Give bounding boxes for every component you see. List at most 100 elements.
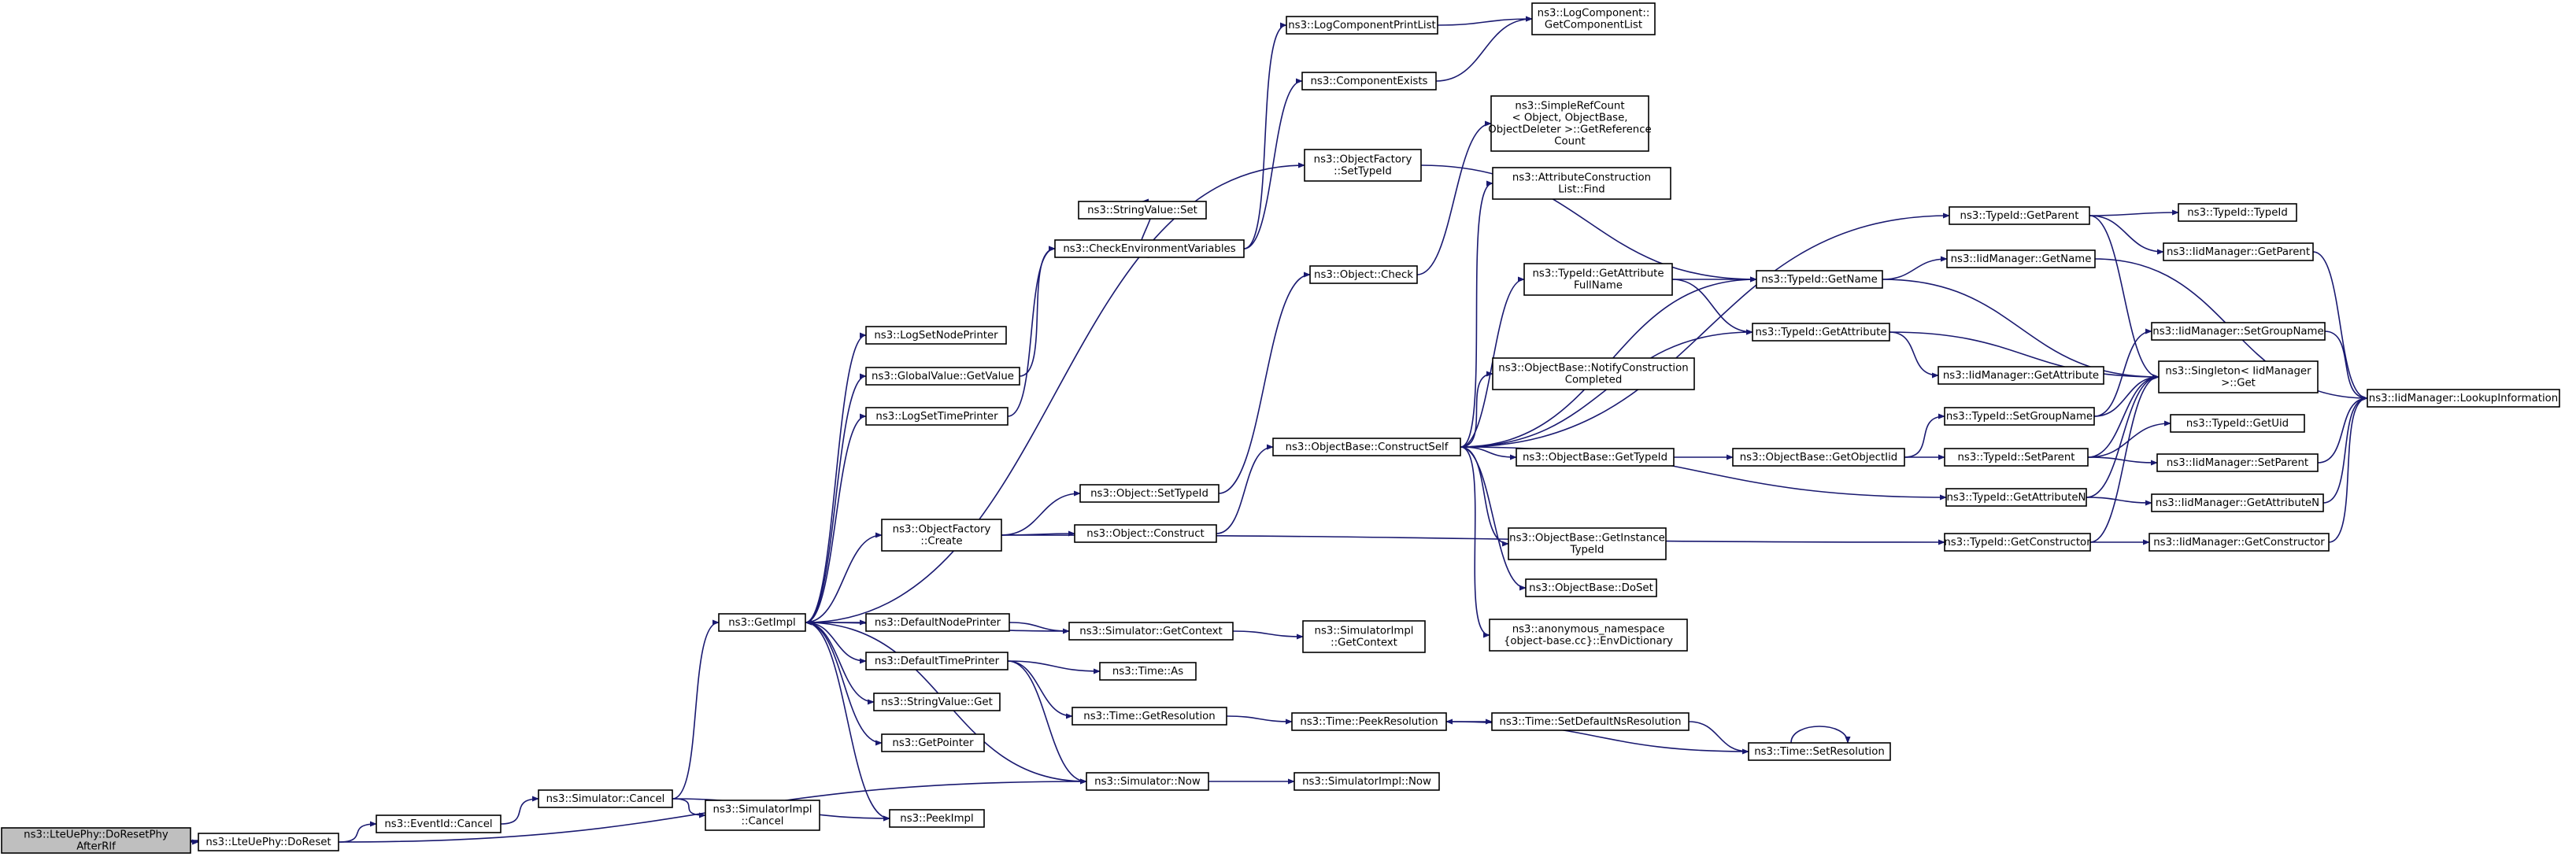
node-box — [198, 833, 339, 851]
function-node[interactable]: ns3::GetImpl — [718, 613, 806, 632]
function-node[interactable]: ns3::IidManager::GetAttributeN — [2151, 493, 2324, 512]
edge-n30-n39 — [1226, 715, 1293, 725]
function-node[interactable]: ns3::SimulatorImpl::Cancel — [705, 800, 820, 831]
function-node[interactable]: ns3::TypeId::GetParent — [1949, 206, 2090, 225]
function-node[interactable]: ns3::SimpleRefCount< Object, ObjectBase,… — [1488, 95, 1652, 152]
function-node[interactable]: ns3::Time::As — [1099, 662, 1197, 681]
function-node[interactable]: ns3::Time::SetDefaultNsResolution — [1491, 712, 1690, 731]
node-label-line: ns3::ObjectBase::GetObjectIid — [1740, 452, 1897, 464]
function-node[interactable]: ns3::IidManager::SetGroupName — [2151, 322, 2326, 341]
edge-n42-n46 — [1882, 256, 1948, 280]
function-node[interactable]: ns3::LogComponent::GetComponentList — [1531, 2, 1656, 35]
function-node[interactable]: ns3::Object::Check — [1309, 265, 1418, 284]
function-node[interactable]: ns3::Time::SetResolution — [1748, 742, 1891, 761]
node-label-line: ns3::IidManager::GetConstructor — [2153, 537, 2325, 549]
function-node[interactable]: ns3::TypeId::TypeId — [2178, 203, 2297, 222]
function-node[interactable]: ns3::ObjectBase::NotifyConstructionCompl… — [1492, 357, 1695, 390]
edge-n26-n34 — [1460, 371, 1493, 448]
node-label-line: ns3::CheckEnvironmentVariables — [1063, 243, 1235, 255]
function-node[interactable]: ns3::Time::PeekResolution — [1291, 712, 1447, 731]
node-label-line: ns3::IidManager::LookupInformation — [2369, 393, 2558, 404]
edge-n22-n23 — [1416, 120, 1492, 275]
function-node[interactable]: ns3::IidManager::GetAttribute — [1938, 366, 2104, 385]
edge-n26-n37 — [1460, 446, 1527, 591]
function-node[interactable]: ns3::Simulator::GetContext — [1068, 622, 1234, 641]
edge-n51-n55 — [2089, 374, 2160, 543]
function-node[interactable]: ns3::EventId::Cancel — [376, 814, 502, 833]
function-node[interactable]: ns3::CheckEnvironmentVariables — [1054, 239, 1245, 258]
edge-n57-n60 — [2317, 395, 2368, 464]
function-node[interactable]: ns3::StringValue::Set — [1078, 201, 1207, 220]
function-node[interactable]: ns3::LogSetNodePrinter — [865, 326, 1007, 345]
function-node[interactable]: ns3::IidManager::GetParent — [2163, 242, 2314, 261]
edge-n3-n5 — [672, 798, 706, 818]
node-label-line: ns3::TypeId::GetConstructor — [1944, 537, 2091, 549]
node-label-line: ns3::GlobalValue::GetValue — [872, 371, 1014, 382]
edge-n58-n60 — [2322, 395, 2368, 504]
node-label-line: ns3::Simulator::GetContext — [1079, 626, 1222, 637]
function-node[interactable]: ns3::anonymous_namespace{object-base.cc}… — [1489, 619, 1688, 652]
function-node[interactable]: ns3::Singleton< IidManager>::Get — [2158, 360, 2319, 393]
function-node[interactable]: ns3::LteUePhy::DoReset — [198, 833, 339, 851]
function-node[interactable]: ns3::ObjectBase::DoSet — [1525, 578, 1657, 597]
function-node[interactable]: ns3::TypeId::GetUid — [2170, 414, 2305, 433]
function-node[interactable]: ns3::Time::GetResolution — [1071, 707, 1227, 726]
function-node[interactable]: ns3::ObjectFactory::Create — [881, 519, 1002, 552]
function-node[interactable]: ns3::ObjectBase::GetTypeId — [1516, 448, 1675, 467]
function-node[interactable]: ns3::IidManager::GetName — [1946, 249, 2096, 268]
node-box — [1099, 662, 1197, 681]
node-box — [1523, 263, 1673, 296]
edge-n4-n8 — [805, 332, 867, 623]
function-node[interactable]: ns3::GetPointer — [881, 733, 985, 752]
function-node[interactable]: ns3::Object::Construct — [1074, 524, 1217, 543]
function-node[interactable]: ns3::DefaultTimePrinter — [865, 652, 1009, 670]
function-node[interactable]: ns3::SimulatorImpl::GetContext — [1302, 620, 1426, 653]
function-node[interactable]: ns3::ObjectFactory::SetTypeId — [1304, 149, 1422, 182]
function-node[interactable]: ns3::DefaultNodePrinter — [865, 613, 1010, 632]
node-label-line: ns3::ObjectBase::NotifyConstruction — [1498, 363, 1688, 375]
node-label-line: ns3::IidManager::GetName — [1951, 253, 2092, 265]
node-label-line: Count — [1554, 136, 1586, 148]
function-node[interactable]: ns3::LogSetTimePrinter — [865, 407, 1009, 426]
function-node[interactable]: ns3::SimulatorImpl::Now — [1294, 772, 1440, 791]
function-node[interactable]: ns3::TypeId::GetAttributeN — [1945, 488, 2087, 507]
function-node[interactable]: ns3::TypeId::GetConstructor — [1944, 533, 2091, 552]
function-node[interactable]: ns3::IidManager::SetParent — [2156, 453, 2319, 472]
edge-n26-n32 — [1460, 180, 1493, 448]
node-label-line: ns3::StringValue::Get — [881, 696, 993, 708]
node-label-line: ns3::GetPointer — [892, 737, 974, 749]
edge-n9-n17 — [1019, 246, 1056, 377]
node-label-line: ns3::LogComponent:: — [1538, 8, 1650, 20]
node-label-line: ns3::LogSetNodePrinter — [874, 330, 998, 342]
node-label-line: ns3::Time::GetResolution — [1083, 711, 1215, 722]
edge-n11-n24 — [1001, 490, 1081, 536]
edge-n59-n60 — [2328, 395, 2368, 543]
function-node[interactable]: ns3::ComponentExists — [1301, 72, 1437, 90]
function-node[interactable]: ns3::IidManager::LookupInformation — [2367, 389, 2560, 408]
node-label-line: ns3::TypeId::SetGroupName — [1946, 411, 2093, 423]
function-node[interactable]: ns3::Simulator::Now — [1086, 772, 1209, 791]
function-node[interactable]: ns3::Object::SetTypeId — [1079, 484, 1220, 503]
function-node[interactable]: ns3::GlobalValue::GetValue — [865, 367, 1020, 386]
function-node[interactable]: ns3::ObjectBase::GetObjectIid — [1732, 448, 1905, 467]
function-node[interactable]: ns3::PeekImpl — [889, 809, 985, 828]
function-node[interactable]: ns3::TypeId::SetParent — [1944, 448, 2089, 467]
node-label-line: ns3::AttributeConstruction — [1512, 172, 1651, 184]
function-node[interactable]: ns3::IidManager::GetConstructor — [2149, 533, 2330, 552]
function-node[interactable]: ns3::TypeId::GetAttribute — [1752, 323, 1890, 342]
function-node[interactable]: ns3::StringValue::Get — [873, 693, 1001, 711]
edge-n18-n20 — [1437, 16, 1533, 26]
node-box — [1304, 149, 1422, 182]
function-node[interactable]: ns3::TypeId::GetName — [1756, 270, 1883, 289]
function-node[interactable]: ns3::ObjectBase::ConstructSelf — [1272, 438, 1461, 456]
node-box — [1945, 488, 2087, 507]
node-box — [1491, 712, 1690, 731]
function-node[interactable]: ns3::TypeId::SetGroupName — [1944, 407, 2095, 426]
function-node[interactable]: ns3::LogComponentPrintList — [1286, 16, 1438, 35]
node-label-line: ns3::IidManager::GetAttributeN — [2156, 497, 2319, 509]
function-node[interactable]: ns3::Simulator::Cancel — [538, 789, 673, 808]
